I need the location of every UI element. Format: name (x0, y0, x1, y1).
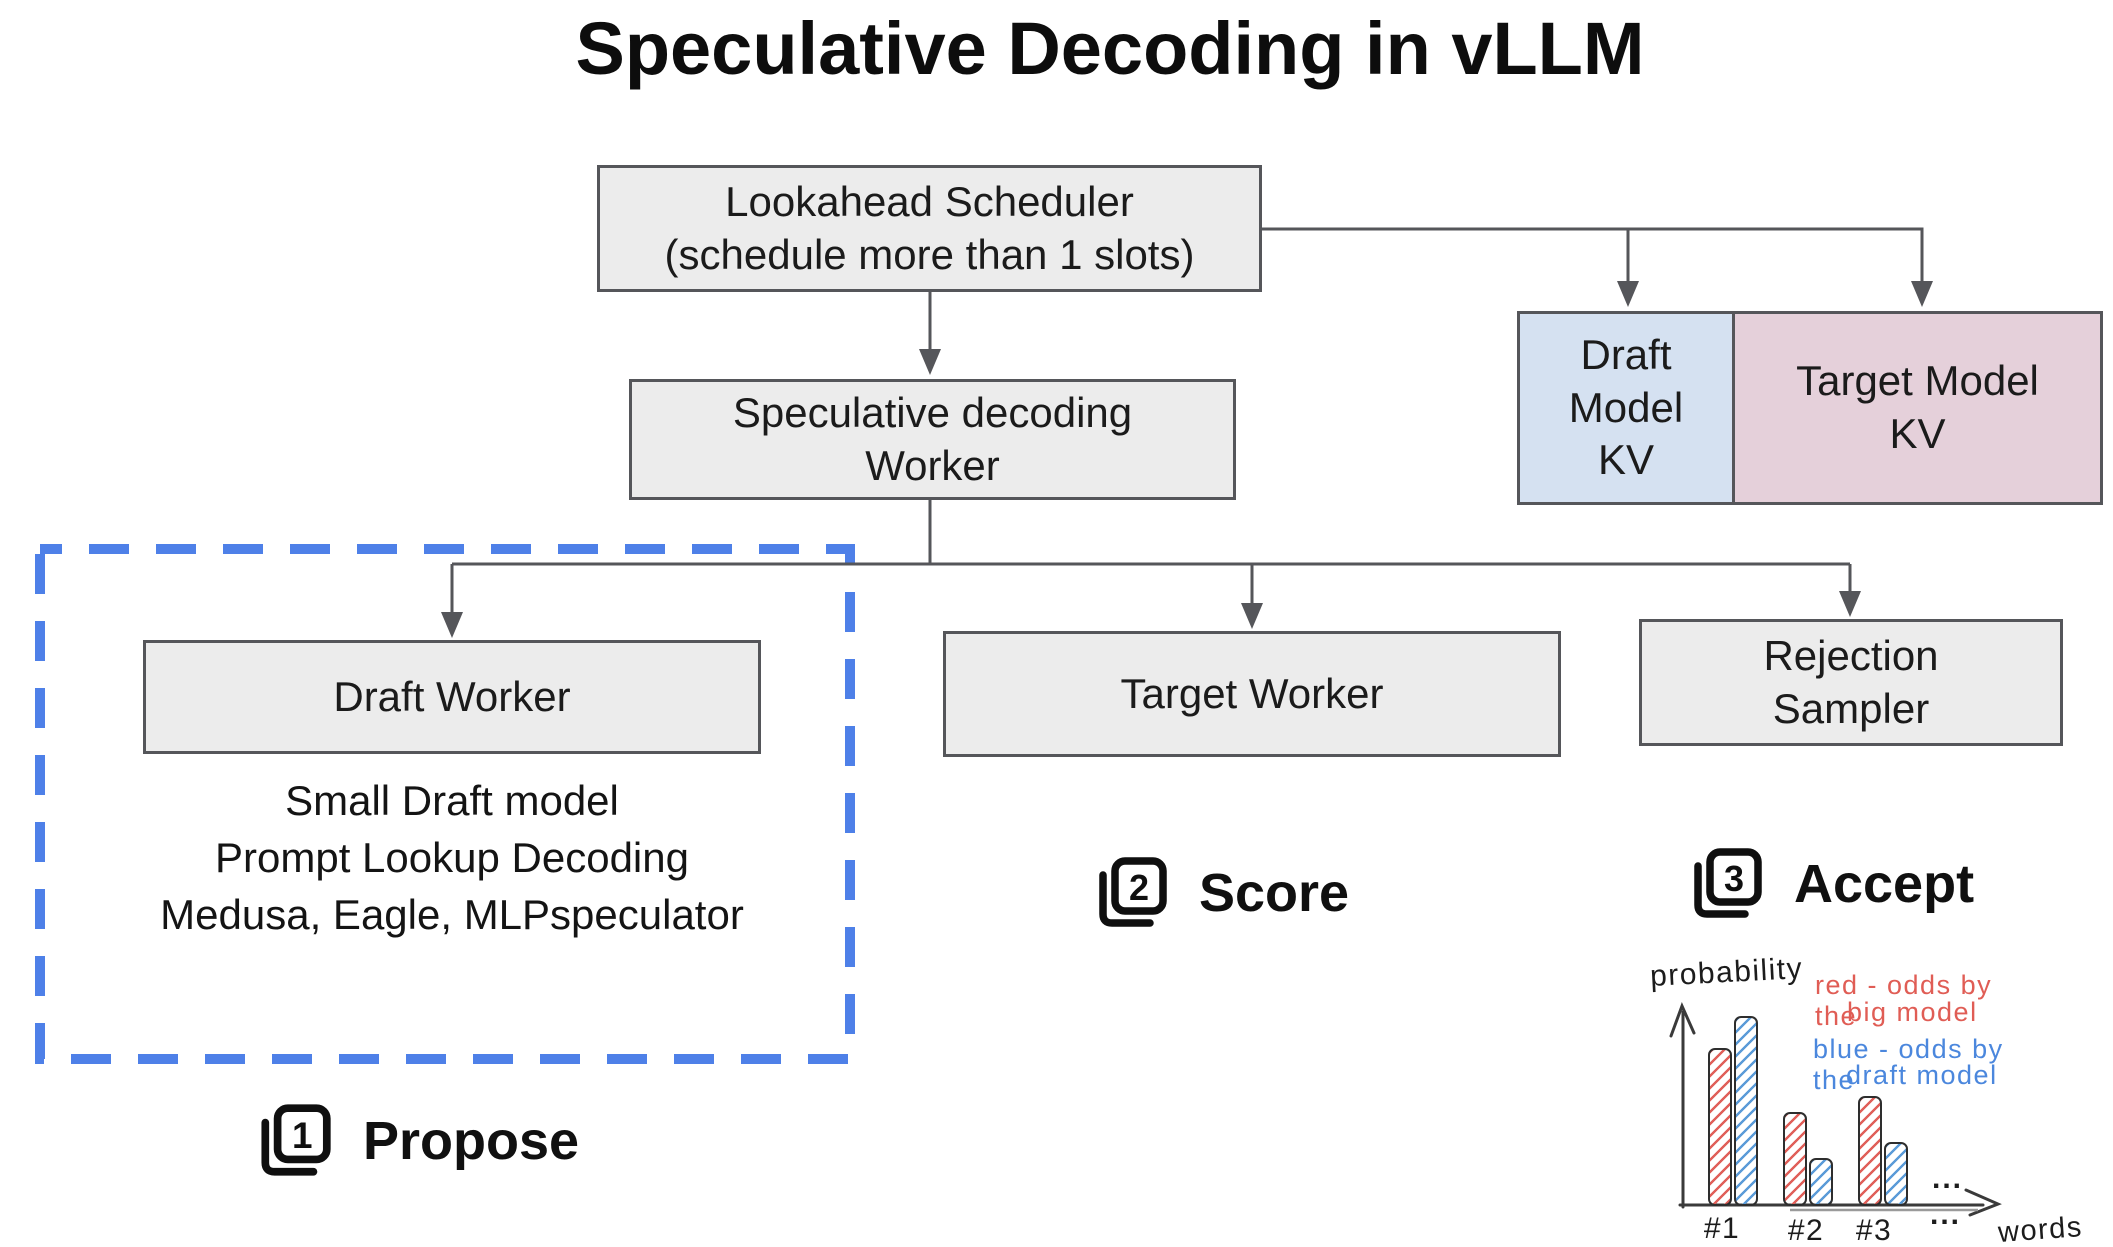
chart-legend-blue-line1: blue - odds by the (1813, 1034, 2004, 1095)
step-propose: 1 Propose (253, 1100, 579, 1182)
arrowheads (441, 281, 1933, 638)
chart-ellipsis-upper: ... (1932, 1162, 1964, 1195)
chart-axes (1669, 1002, 2002, 1217)
bar-#2-red (1783, 1112, 1807, 1206)
bar-#1-red (1708, 1048, 1732, 1206)
rejection-sampler-line1: Rejection (1763, 631, 1939, 679)
spec-worker-line1: Speculative decoding (732, 388, 1133, 436)
scheduler-line2: (schedule more than 1 slots) (664, 230, 1195, 278)
node-target-model-kv: Target Model KV (1732, 311, 2103, 505)
draft-worker-label: Draft Worker (333, 672, 571, 720)
step-score: 2 Score (1091, 853, 1349, 933)
chart-ellipsis-lower: ... (1930, 1198, 1962, 1231)
page-title: Speculative Decoding in vLLM (575, 7, 1645, 90)
bar-#3-blue (1884, 1142, 1908, 1206)
target-kv-label: Target Model KV (1796, 357, 2039, 457)
step-accept: 3 Accept (1686, 844, 1974, 924)
detail-line: Medusa, Eagle, MLPspeculator (160, 891, 744, 938)
chart-legend-red-line1: red - odds by the (1815, 970, 1993, 1031)
bar-#3-red (1858, 1096, 1882, 1206)
detail-line: Small Draft model (285, 777, 619, 824)
node-speculative-decoding-worker: Speculative decoding Worker (629, 379, 1236, 500)
draft-worker-details: Small Draft model Prompt Lookup Decoding… (143, 772, 761, 943)
step-number: 2 (1129, 867, 1149, 908)
bar-#1-blue (1734, 1016, 1758, 1206)
node-rejection-sampler: Rejection Sampler (1639, 619, 2063, 746)
node-draft-worker: Draft Worker (143, 640, 761, 754)
chart-tick-1: #1 (1703, 1212, 1741, 1245)
scheduler-line1: Lookahead Scheduler (725, 177, 1134, 225)
node-lookahead-scheduler: Lookahead Scheduler (schedule more than … (597, 165, 1262, 292)
bar-#2-blue (1809, 1158, 1833, 1206)
propose-label: Propose (363, 1111, 580, 1171)
target-worker-label: Target Worker (1120, 669, 1384, 717)
node-draft-model-kv: Draft Model KV (1517, 311, 1735, 505)
score-label: Score (1199, 863, 1350, 923)
node-target-worker: Target Worker (943, 631, 1561, 757)
step-number: 3 (1724, 858, 1744, 899)
draft-kv-label: Draft Model KV (1568, 330, 1684, 484)
filter-1-icon: 1 (261, 1104, 331, 1176)
detail-line: Prompt Lookup Decoding (215, 834, 689, 881)
chart-xlabel: words (1996, 1211, 2084, 1247)
filter-2-icon: 2 (1099, 857, 1167, 927)
spec-worker-line2: Worker (865, 441, 1000, 489)
chart-tick-3: #3 (1855, 1214, 1893, 1247)
chart-legend-blue-line2: draft model (1846, 1060, 1998, 1090)
chart-legend-red-line2: big model (1847, 997, 1978, 1027)
filter-3-icon: 3 (1694, 848, 1762, 918)
rejection-sampler-line2: Sampler (1772, 684, 1930, 732)
chart-tick-2: #2 (1787, 1214, 1825, 1247)
step-number: 1 (292, 1115, 313, 1156)
accept-label: Accept (1794, 854, 1975, 914)
propose-dashed-region (35, 544, 855, 1064)
